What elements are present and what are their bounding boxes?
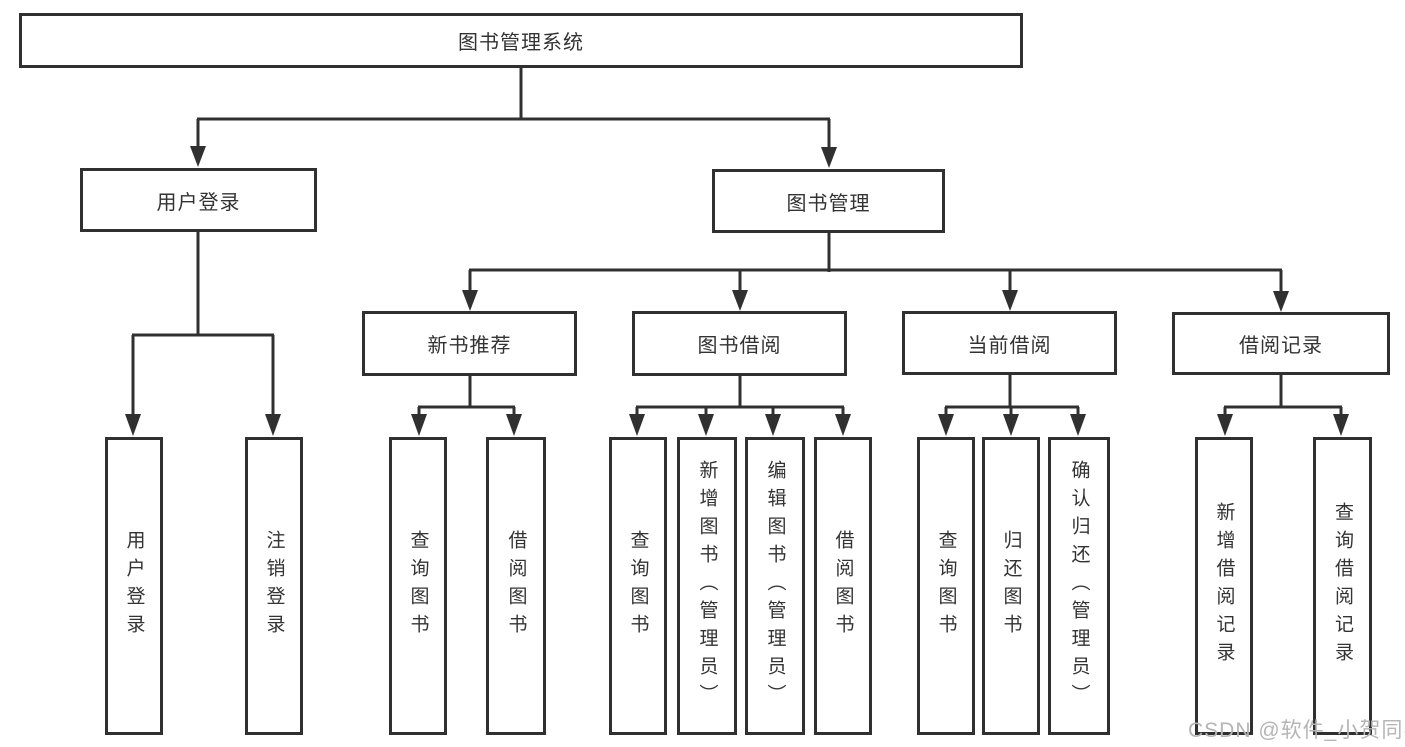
leaf-label: 查询借阅记录 [1332, 502, 1353, 670]
node-label: 图书管理系统 [458, 32, 584, 54]
node-book-borrowing: 图书借阅 [632, 311, 847, 376]
leaf-confirm-return-admin: 确认归还（管理员） [1048, 437, 1110, 735]
leaf-query-books: 查询图书 [609, 437, 667, 735]
leaf-label: 用户登录 [123, 530, 145, 642]
leaf-borrow-books: 借阅图书 [814, 437, 872, 735]
leaf-label: 确认归还（管理员） [1068, 460, 1090, 712]
leaf-add-books-admin: 新增图书（管理员） [677, 437, 737, 735]
node-book-management: 图书管理 [712, 169, 945, 233]
leaf-label: 借阅图书 [505, 530, 527, 642]
leaf-return-books: 归还图书 [982, 437, 1040, 735]
node-label: 当前借阅 [967, 334, 1052, 357]
node-label: 借阅记录 [1239, 335, 1323, 357]
node-label: 图书借阅 [697, 335, 782, 357]
leaf-borrow-books: 借阅图书 [486, 437, 546, 735]
leaf-edit-books-admin: 编辑图书（管理员） [745, 437, 805, 735]
leaf-label: 注销登录 [263, 530, 285, 642]
leaf-label: 编辑图书（管理员） [764, 460, 786, 712]
leaf-label: 借阅图书 [832, 530, 854, 642]
node-label: 图书管理 [786, 192, 871, 215]
node-new-book-recommendation: 新书推荐 [362, 311, 577, 376]
node-current-borrowing: 当前借阅 [902, 311, 1117, 375]
leaf-label: 查询图书 [407, 530, 429, 642]
node-user-login: 用户登录 [80, 168, 317, 232]
csdn-watermark: CSDN @软件_小贺同学 [1188, 719, 1405, 742]
node-label: 新书推荐 [427, 335, 512, 357]
leaf-query-books: 查询图书 [389, 437, 447, 735]
leaf-label: 新增借阅记录 [1213, 502, 1235, 670]
leaf-user-login: 用户登录 [105, 437, 163, 735]
leaf-logout: 注销登录 [245, 437, 303, 735]
leaf-label: 查询图书 [935, 530, 957, 642]
leaf-query-borrow-record: 查询借阅记录 [1313, 437, 1372, 735]
leaf-label: 新增图书（管理员） [696, 460, 718, 712]
leaf-add-borrow-record: 新增借阅记录 [1195, 437, 1253, 735]
leaf-label: 查询图书 [627, 530, 649, 642]
leaf-label: 归还图书 [1000, 530, 1022, 642]
node-label: 用户登录 [156, 191, 241, 214]
node-library-management-system: 图书管理系统 [19, 13, 1023, 68]
node-borrowing-records: 借阅记录 [1172, 312, 1390, 375]
leaf-query-books: 查询图书 [917, 437, 975, 735]
